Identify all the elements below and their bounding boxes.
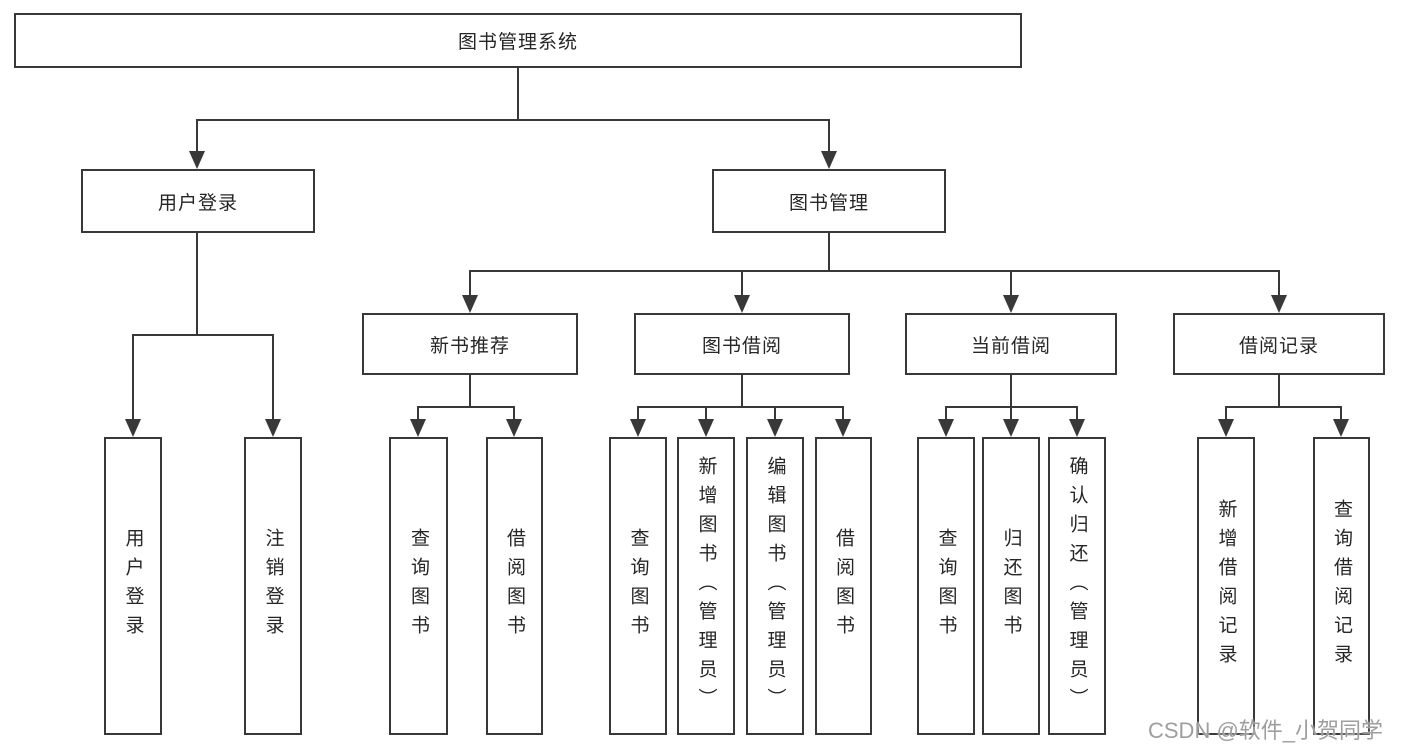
connector-drop — [945, 406, 947, 420]
connector-branch — [637, 406, 844, 408]
node-label: 当前借阅 — [970, 335, 1051, 357]
arrow-down-icon — [698, 419, 714, 437]
leaf-borrow-books-recommend: 借阅图书 — [486, 437, 543, 735]
arrow-down-icon — [410, 419, 426, 437]
leaf-add-book-admin: 新增图书（管理员） — [677, 437, 735, 735]
arrow-down-icon — [506, 419, 522, 437]
node-borrow-records: 借阅记录 — [1173, 313, 1385, 375]
node-root-label: 图书管理系统 — [457, 32, 578, 53]
leaf-query-books-recommend: 查询图书 — [389, 437, 448, 735]
arrow-down-icon — [462, 295, 478, 313]
connector-drop — [1010, 270, 1012, 297]
connector-drop — [132, 334, 134, 420]
leaf-label: 借阅图书 — [833, 528, 854, 644]
leaf-label: 查询图书 — [935, 528, 957, 644]
node-label: 图书借阅 — [701, 335, 782, 357]
node-user-login: 用户登录 — [81, 169, 315, 233]
leaf-borrow-books-borrow: 借阅图书 — [815, 437, 872, 735]
leaf-label: 查询图书 — [408, 528, 429, 644]
node-label: 用户登录 — [157, 192, 238, 214]
node-label: 图书管理 — [788, 192, 869, 214]
arrow-down-icon — [265, 419, 281, 437]
arrow-down-icon — [767, 419, 783, 437]
connector-drop — [705, 406, 707, 420]
leaf-return-books: 归还图书 — [982, 437, 1040, 735]
connector-drop — [637, 406, 639, 420]
connector-drop — [469, 270, 471, 297]
node-book-borrow: 图书借阅 — [634, 313, 850, 375]
arrow-down-icon — [189, 151, 205, 169]
leaf-add-borrow-record: 新增借阅记录 — [1197, 437, 1255, 735]
connector-drop — [741, 270, 743, 297]
node-book-management: 图书管理 — [712, 169, 946, 233]
connector-branch — [132, 334, 274, 336]
node-new-book-recommend: 新书推荐 — [362, 313, 578, 375]
leaf-label: 查询借阅记录 — [1331, 499, 1352, 673]
connector-root-branch — [196, 119, 830, 121]
watermark-text: CSDN @软件_小贺同学 — [1148, 718, 1384, 743]
leaf-confirm-return-admin: 确认归还（管理员） — [1048, 437, 1106, 735]
arrow-down-icon — [1271, 295, 1287, 313]
arrow-down-icon — [1003, 419, 1019, 437]
arrow-down-icon — [1069, 419, 1085, 437]
leaf-query-books-borrow: 查询图书 — [609, 437, 667, 735]
connector-drop — [774, 406, 776, 420]
connector-drop — [828, 119, 830, 155]
connector-branch — [417, 406, 515, 408]
connector-stem — [1278, 375, 1280, 408]
connector-stem — [196, 233, 198, 336]
arrow-down-icon — [1003, 295, 1019, 313]
leaf-label: 新增图书（管理员） — [695, 455, 717, 717]
arrow-down-icon — [1218, 419, 1234, 437]
connector-root-stem — [517, 68, 519, 120]
leaf-logout: 注销登录 — [244, 437, 302, 735]
connector-drop — [513, 406, 515, 420]
connector-branch — [469, 270, 1280, 272]
leaf-edit-book-admin: 编辑图书（管理员） — [746, 437, 804, 735]
leaf-user-login: 用户登录 — [104, 437, 162, 735]
node-current-borrow: 当前借阅 — [905, 313, 1117, 375]
leaf-query-borrow-record: 查询借阅记录 — [1313, 437, 1370, 735]
leaf-label: 用户登录 — [122, 528, 144, 644]
arrow-down-icon — [125, 419, 141, 437]
connector-drop — [196, 119, 198, 155]
connector-stem — [741, 375, 743, 408]
leaf-label: 借阅图书 — [504, 528, 525, 644]
connector-stem — [469, 375, 471, 408]
leaf-label: 确认归还（管理员） — [1066, 455, 1088, 717]
arrow-down-icon — [835, 419, 851, 437]
leaf-label: 编辑图书（管理员） — [764, 455, 786, 717]
connector-stem — [828, 233, 830, 272]
leaf-label: 归还图书 — [1000, 528, 1022, 644]
leaf-query-books-current: 查询图书 — [917, 437, 975, 735]
arrow-down-icon — [630, 419, 646, 437]
arrow-down-icon — [938, 419, 954, 437]
connector-stem — [1010, 375, 1012, 408]
node-label: 借阅记录 — [1238, 335, 1319, 357]
leaf-label: 新增借阅记录 — [1215, 499, 1237, 673]
connector-drop — [1010, 406, 1012, 420]
connector-drop — [842, 406, 844, 420]
connector-branch — [1225, 406, 1341, 408]
leaf-label: 注销登录 — [262, 528, 284, 644]
connector-drop — [1340, 406, 1342, 420]
arrow-down-icon — [734, 295, 750, 313]
connector-drop — [417, 406, 419, 420]
node-label: 新书推荐 — [429, 335, 510, 357]
arrow-down-icon — [1333, 419, 1349, 437]
leaf-label: 查询图书 — [627, 528, 649, 644]
connector-drop — [1278, 270, 1280, 297]
arrow-down-icon — [821, 151, 837, 169]
node-root: 图书管理系统 — [14, 13, 1022, 68]
connector-drop — [272, 334, 274, 420]
connector-drop — [1225, 406, 1227, 420]
connector-drop — [1076, 406, 1078, 420]
